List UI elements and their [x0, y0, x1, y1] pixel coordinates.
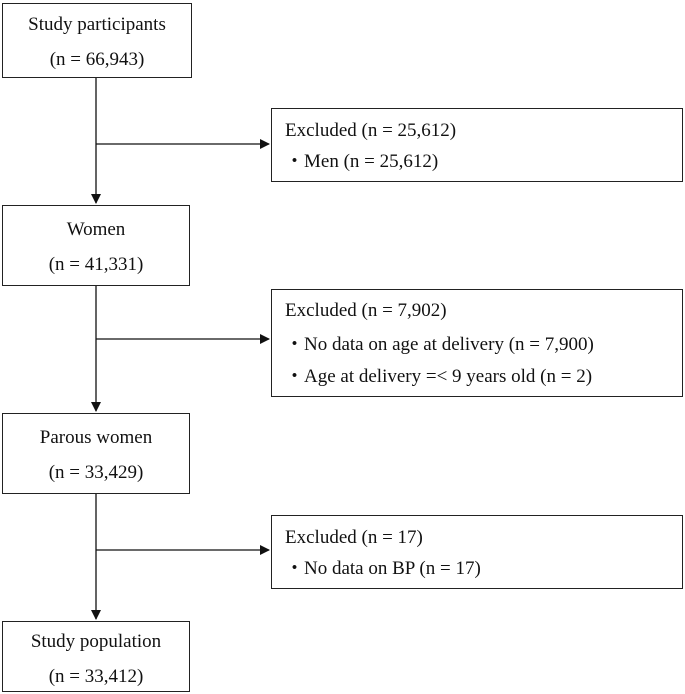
step-title: Study population — [30, 631, 162, 652]
step-count: (n = 33,412) — [48, 666, 144, 687]
exclusion-item: ・No data on age at delivery (n = 7,900) — [285, 334, 594, 355]
step-parous-women: Parous women (n = 33,429) — [2, 413, 190, 494]
step-count: (n = 66,943) — [49, 49, 145, 70]
exclusion-title: Excluded (n = 7,902) — [285, 300, 447, 321]
exclusion-item: ・Age at delivery =< 9 years old (n = 2) — [285, 366, 593, 387]
step-count: (n = 41,331) — [48, 254, 144, 275]
exclusion-item: ・Men (n = 25,612) — [285, 151, 439, 172]
step-study-participants: Study participants (n = 66,943) — [2, 3, 192, 78]
step-study-population: Study population (n = 33,412) — [2, 621, 190, 692]
exclusion-title: Excluded (n = 25,612) — [285, 120, 457, 141]
step-title: Women — [66, 219, 126, 240]
step-title: Study participants — [28, 14, 166, 35]
exclusion-title: Excluded (n = 17) — [285, 527, 423, 548]
exclusion-item: ・No data on BP (n = 17) — [285, 558, 481, 579]
step-women: Women (n = 41,331) — [2, 205, 190, 286]
exclusion-box-age: Excluded (n = 7,902) ・No data on age at … — [271, 289, 683, 397]
step-title: Parous women — [39, 427, 153, 448]
exclusion-box-bp: Excluded (n = 17) ・No data on BP (n = 17… — [271, 515, 683, 589]
exclusion-box-men: Excluded (n = 25,612) ・Men (n = 25,612) — [271, 108, 683, 182]
step-count: (n = 33,429) — [48, 462, 144, 483]
